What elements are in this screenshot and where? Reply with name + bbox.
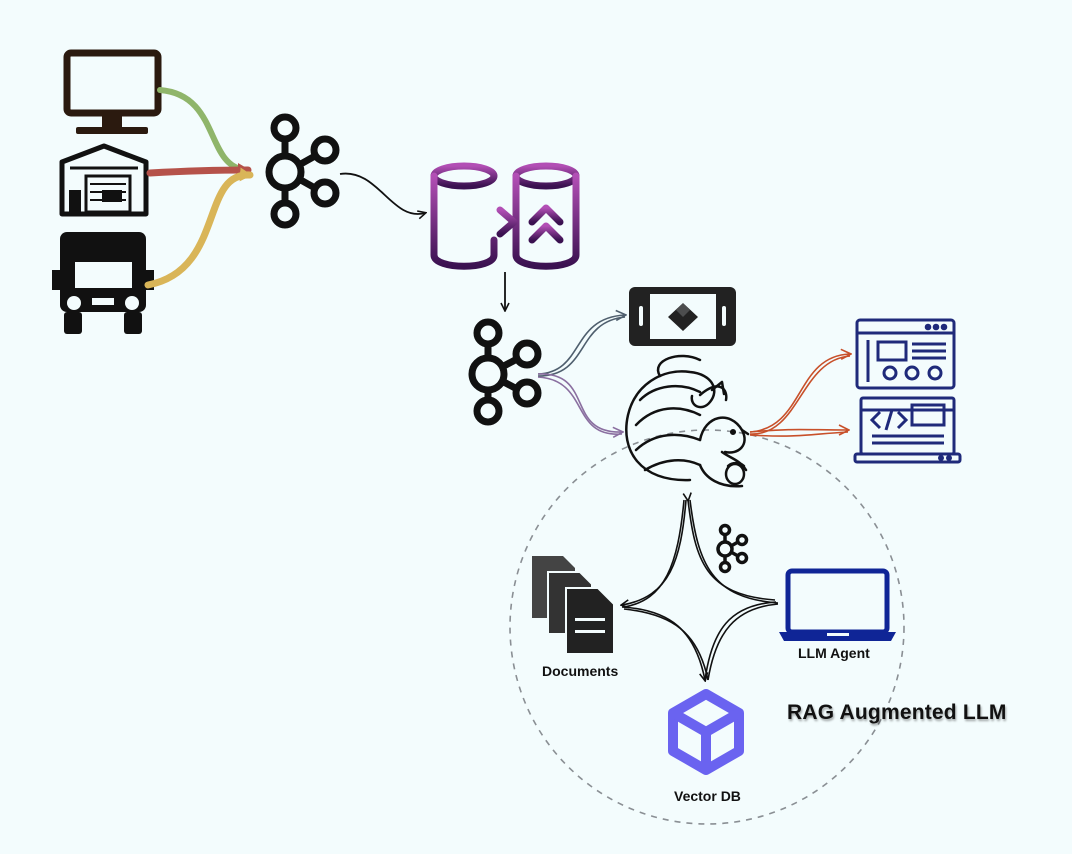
documents-icon	[532, 556, 615, 655]
squirrel-icon	[625, 354, 750, 488]
tablet-icon	[629, 287, 736, 346]
rag-boundary-circle	[509, 429, 905, 825]
database-sync-icon	[430, 162, 580, 270]
truck-link	[144, 167, 254, 289]
kafka-icon	[716, 523, 749, 574]
rag-title: RAG Augmented LLM	[787, 701, 1007, 724]
truck-icon	[52, 232, 154, 334]
warehouse-link	[146, 163, 252, 178]
llm-agent-label: LLM Agent	[798, 645, 870, 661]
kafka-icon	[468, 318, 542, 426]
kafka-icon	[265, 113, 340, 229]
flink-to-dashboard-arrow	[749, 354, 850, 435]
kafka-to-tablet-arrow	[537, 315, 625, 377]
kafka-to-db-arrow	[339, 172, 425, 214]
dashboard-app-icon	[855, 318, 956, 390]
kafka-to-flink-arrow	[537, 373, 622, 434]
monitor-link	[157, 87, 248, 173]
flink-to-code-app-arrow	[749, 430, 848, 437]
warehouse-icon	[59, 143, 149, 217]
code-app-icon	[853, 396, 962, 464]
vector-db-label: Vector DB	[674, 788, 741, 804]
monitor-icon	[63, 49, 162, 134]
cube-icon	[668, 689, 744, 775]
documents-label: Documents	[542, 663, 619, 679]
rag-star-connector	[622, 500, 779, 680]
laptop-icon	[779, 568, 896, 641]
